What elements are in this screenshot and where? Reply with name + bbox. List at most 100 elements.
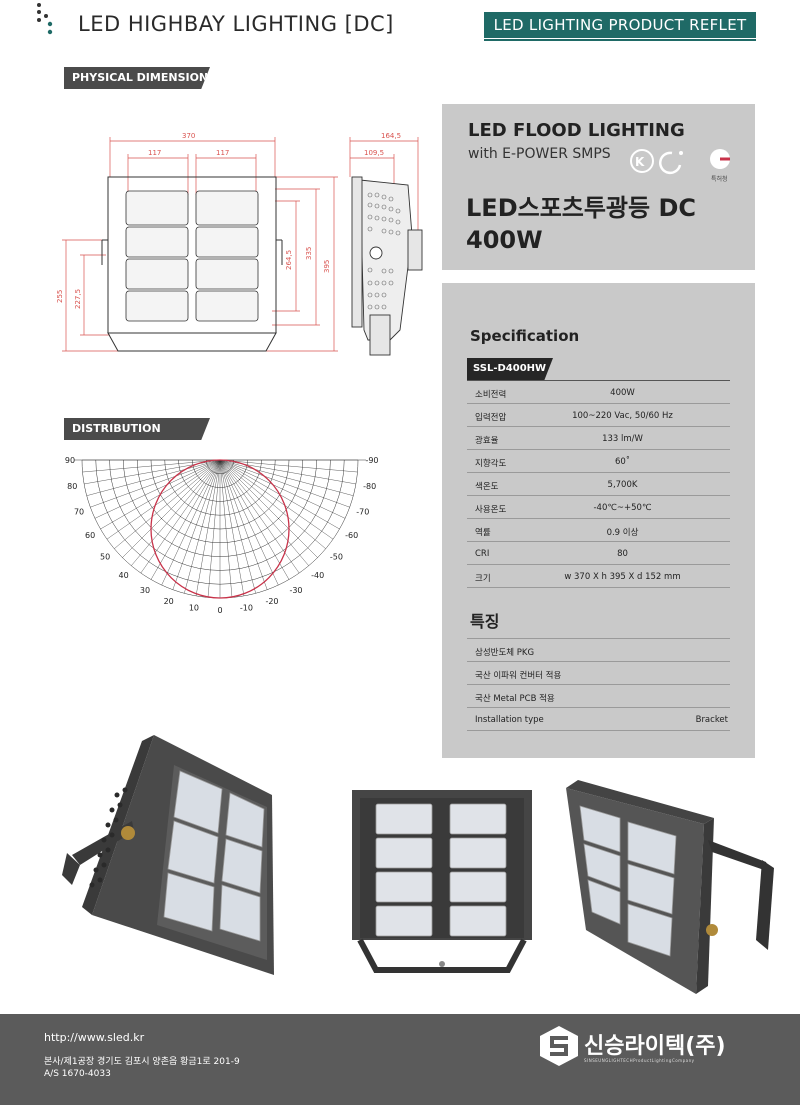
spec-key: 크기 bbox=[475, 574, 491, 584]
polar-spoke bbox=[219, 459, 350, 508]
spec-value: 5,700K bbox=[607, 480, 638, 490]
feature-value: Bracket bbox=[695, 715, 728, 725]
model-label: SSL-D400HW > bbox=[467, 358, 553, 380]
polar-spoke bbox=[106, 459, 221, 540]
page-title: LED HIGHBAY LIGHTING [DC] bbox=[78, 12, 394, 36]
spec-row: 크기 w 370 X h 395 X d 152 mm bbox=[467, 565, 730, 588]
polar-label-right: -30 bbox=[289, 586, 302, 595]
product-line2: with E-POWER SMPS bbox=[468, 146, 611, 162]
feature-row: 국산 Metal PCB 적용 bbox=[467, 685, 730, 708]
polar-spoke bbox=[82, 459, 221, 473]
polar-label-left: 0 bbox=[217, 606, 222, 615]
product-wattage: 400W bbox=[466, 226, 543, 254]
polar-spoke bbox=[219, 459, 245, 596]
feature-key: Installation type bbox=[475, 715, 544, 725]
header-tag: LED LIGHTING PRODUCT REFLET bbox=[484, 12, 756, 38]
dim-335: 335 bbox=[305, 247, 313, 260]
polar-spoke bbox=[219, 459, 279, 586]
spec-key: 지향각도 bbox=[475, 459, 507, 469]
polar-spoke bbox=[150, 459, 221, 580]
header-divider bbox=[484, 39, 756, 41]
spec-row: CRI 80 bbox=[467, 542, 730, 565]
product-photo-angled-left bbox=[62, 735, 274, 975]
spec-key: 입력전압 bbox=[475, 413, 507, 423]
polar-spoke bbox=[172, 459, 221, 590]
polar-spoke bbox=[207, 459, 221, 598]
product-panel bbox=[442, 104, 755, 270]
dimension-drawing: 370 117 117 164,5 109,5 264,5 335 395 25… bbox=[56, 132, 423, 356]
dim-109: 109,5 bbox=[364, 149, 384, 157]
polar-spoke bbox=[184, 459, 221, 594]
polar-spoke bbox=[219, 459, 358, 473]
polar-label-right: -20 bbox=[265, 597, 278, 606]
polar-spoke bbox=[161, 459, 221, 586]
polar-spoke bbox=[219, 459, 354, 496]
spec-key: 색온도 bbox=[475, 482, 499, 492]
polar-label-right: -50 bbox=[330, 552, 343, 561]
polar-spoke bbox=[219, 459, 309, 566]
polar-spoke bbox=[195, 459, 221, 596]
spec-value: 80 bbox=[617, 549, 628, 559]
product-kr-title: LED스포츠투광등 DC bbox=[466, 194, 696, 222]
product-photo-front bbox=[352, 790, 532, 973]
product-line1: LED FLOOD LIGHTING bbox=[468, 120, 685, 141]
polar-spoke bbox=[94, 459, 221, 519]
spec-value: w 370 X h 395 X d 152 mm bbox=[564, 572, 681, 582]
footer-address: 본사/제1공장 경기도 김포시 양촌읍 황금1로 201-9 bbox=[44, 1057, 240, 1067]
feature-row: 삼성반도체 PKG bbox=[467, 639, 730, 662]
polar-spoke bbox=[131, 459, 221, 566]
section-label-dimensions: PHYSICAL DIMENSIONS bbox=[64, 67, 210, 89]
company-logo-icon bbox=[540, 1026, 578, 1066]
spec-row: 색온도 5,700K bbox=[467, 473, 730, 496]
dim-264: 264,5 bbox=[285, 250, 293, 270]
polar-label-right: -90 bbox=[365, 456, 378, 465]
polar-spoke bbox=[219, 459, 346, 519]
spec-key: CRI bbox=[475, 549, 490, 559]
polar-spoke bbox=[122, 459, 221, 558]
dim-227: 227,5 bbox=[74, 289, 82, 309]
features-title: 특징 bbox=[470, 612, 500, 631]
polar-spoke bbox=[219, 459, 256, 594]
spec-value: 133 lm/W bbox=[602, 434, 643, 444]
polar-label-right: -70 bbox=[356, 507, 369, 516]
polar-spoke bbox=[86, 459, 221, 496]
footer-url[interactable]: http://www.sled.kr bbox=[44, 1031, 145, 1044]
dim-164: 164,5 bbox=[381, 132, 401, 140]
feature-row: Installation type Bracket bbox=[467, 708, 730, 731]
polar-spoke bbox=[219, 459, 290, 580]
product-photo-angled-right bbox=[566, 780, 774, 994]
spec-row: 입력전압 100~220 Vac, 50/60 Hz bbox=[467, 404, 730, 427]
spec-value: 400W bbox=[610, 388, 635, 398]
spec-key: 역률 bbox=[475, 528, 491, 538]
spec-key: 광효율 bbox=[475, 436, 499, 446]
polar-spoke bbox=[90, 459, 221, 508]
svg-text:K: K bbox=[635, 155, 645, 169]
polar-spoke bbox=[219, 459, 318, 558]
dim-370: 370 bbox=[182, 132, 195, 140]
polar-label-left: 40 bbox=[118, 571, 128, 580]
polar-spoke bbox=[140, 459, 221, 574]
polar-label-left: 90 bbox=[65, 456, 75, 465]
polar-spoke bbox=[219, 459, 334, 540]
polar-label-left: 60 bbox=[85, 531, 95, 540]
dim-255: 255 bbox=[56, 290, 64, 303]
feature-key: 삼성반도체 PKG bbox=[475, 648, 535, 658]
polar-label-left: 70 bbox=[74, 507, 84, 516]
feature-row: 국산 이파워 컨버터 적용 bbox=[467, 662, 730, 685]
footer-as-phone: A/S 1670-4033 bbox=[44, 1069, 111, 1079]
dim-117-a: 117 bbox=[148, 149, 161, 157]
polar-distribution-curve bbox=[150, 459, 290, 599]
spec-value: 100~220 Vac, 50/60 Hz bbox=[572, 411, 673, 421]
polar-label-left: 20 bbox=[164, 597, 174, 606]
polar-label-right: -40 bbox=[311, 571, 324, 580]
dim-395: 395 bbox=[323, 260, 331, 273]
polar-spoke bbox=[114, 459, 221, 549]
footer bbox=[0, 1014, 800, 1105]
feature-key: 국산 이파워 컨버터 적용 bbox=[475, 671, 562, 681]
section-label-distribution: DISTRIBUTION bbox=[64, 418, 210, 440]
feature-key: 국산 Metal PCB 적용 bbox=[475, 694, 555, 704]
